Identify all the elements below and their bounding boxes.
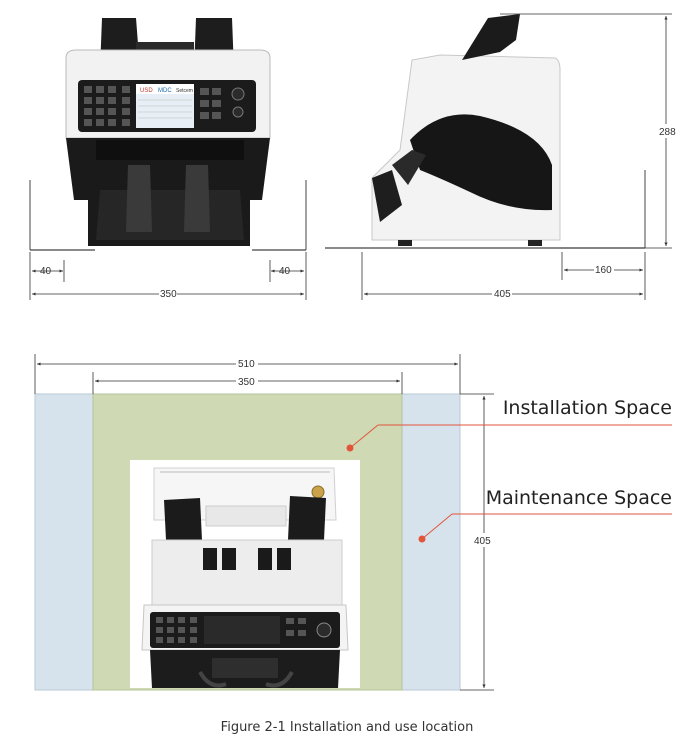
plan-depth: 405 [474, 536, 491, 547]
front-right-clearance: 40 [279, 266, 291, 277]
plan-machine-illustration [130, 460, 360, 688]
front-view: USD MDC Setcem 40 40 [29, 18, 307, 300]
front-total-width: 350 [160, 289, 177, 300]
power-icon [231, 87, 245, 101]
installation-leader [346, 424, 672, 452]
side-depth: 405 [494, 289, 511, 300]
maintenance-space-right [401, 393, 461, 691]
installation-space-label: Installation Space [503, 397, 672, 419]
side-rear-clearance: 160 [595, 265, 612, 276]
plan-view: 510 350 405 Installation Space Maintenan… [34, 354, 672, 691]
plan-inner-width: 350 [238, 377, 255, 388]
screen-currency-1: USD [140, 88, 153, 94]
front-machine-illustration: USD MDC Setcem [65, 18, 271, 246]
figure-caption: Figure 2-1 Installation and use location [221, 720, 474, 735]
maintenance-space-label: Maintenance Space [486, 487, 672, 509]
plan-total-width: 510 [238, 359, 255, 370]
front-left-clearance: 40 [40, 266, 52, 277]
screen-currency-2: MDC [158, 88, 172, 94]
maintenance-space-left [34, 393, 94, 691]
screen-mode: Setcem [176, 88, 193, 94]
side-view: 288 160 405 [325, 13, 679, 300]
side-machine-illustration [371, 14, 561, 246]
maintenance-leader [418, 513, 672, 543]
side-height: 288 [659, 127, 676, 138]
